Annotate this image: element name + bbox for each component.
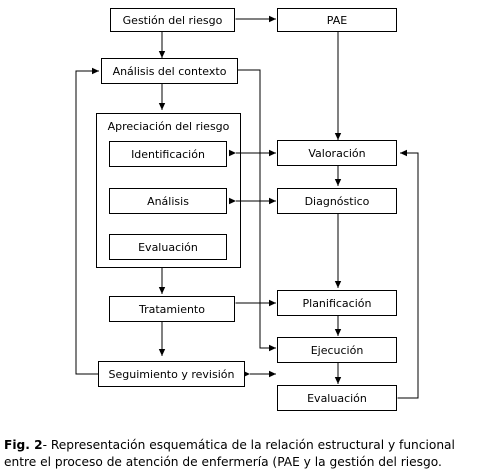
node-analisis: Análisis: [109, 188, 227, 214]
group-apreciacion-riesgo: Apreciación del riesgo: [96, 113, 241, 268]
loop-contexto-ejecucion: [231, 66, 276, 352]
node-seguimiento-revision: Seguimiento y revisión: [98, 361, 245, 387]
node-evaluacion-riesgo: Evaluación: [109, 234, 227, 260]
loop-seguimiento-contexto: [75, 67, 108, 378]
node-diagnostico: Diagnóstico: [277, 188, 397, 214]
caption-line-1: Fig. 2- Representación esquemática de la…: [4, 437, 498, 454]
caption-line-2: entre el proceso de atención de enfermer…: [4, 455, 442, 469]
node-valoracion: Valoración: [277, 140, 397, 166]
figure-caption: Fig. 2- Representación esquemática de la…: [4, 437, 498, 471]
group-apreciacion-title: Apreciación del riesgo: [107, 120, 230, 133]
node-identificacion: Identificación: [109, 141, 227, 167]
node-tratamiento: Tratamiento: [109, 296, 235, 322]
caption-label: Fig. 2: [4, 438, 43, 452]
node-ejecucion: Ejecución: [277, 337, 397, 363]
node-pae: PAE: [277, 8, 397, 32]
node-evaluacion-pae: Evaluación: [277, 385, 397, 411]
loop-evaluacion-valoracion: [391, 149, 419, 402]
node-analisis-contexto: Análisis del contexto: [101, 58, 238, 84]
node-planificacion: Planificación: [277, 290, 397, 316]
caption-line-1-text: - Representación esquemática de la relac…: [42, 438, 455, 452]
node-gestion-riesgo: Gestión del riesgo: [110, 8, 235, 32]
connector-arrows: [75, 15, 419, 402]
